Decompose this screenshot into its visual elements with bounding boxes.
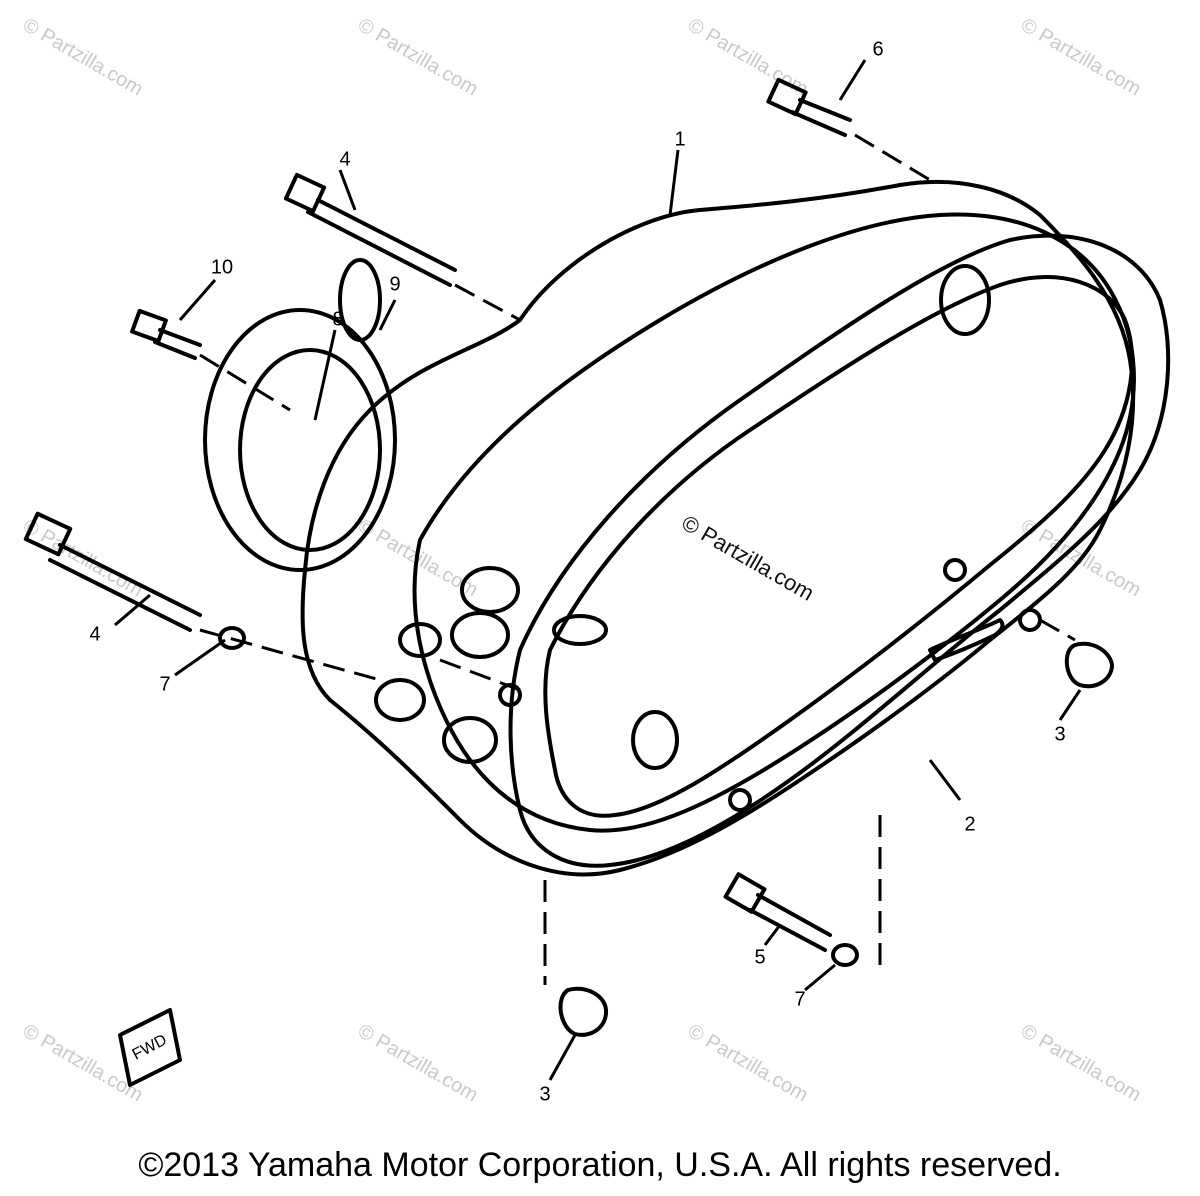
o-ring [338, 258, 382, 342]
callout-7: 7 [794, 988, 806, 1011]
dowel-pin [558, 986, 608, 1037]
callout-4: 4 [89, 623, 101, 646]
callout-9: 9 [389, 273, 401, 296]
crankcase-cover [300, 179, 1136, 877]
bolt-5 [723, 872, 832, 952]
callout-5: 5 [754, 946, 766, 969]
bolt-4-top [283, 172, 457, 287]
bolt-6 [766, 77, 852, 137]
gasket [508, 233, 1171, 868]
bolt-4-left [23, 511, 202, 632]
callout-8: 8 [332, 308, 344, 331]
callout-3: 3 [539, 1083, 551, 1106]
callout-7: 7 [159, 673, 171, 696]
washer [218, 626, 246, 650]
oil-seal [203, 308, 397, 572]
callout-2: 2 [964, 813, 976, 836]
copyright-notice: ©2013 Yamaha Motor Corporation, U.S.A. A… [138, 1146, 1062, 1184]
fwd-arrow-icon [118, 1008, 182, 1087]
callout-10: 10 [210, 256, 234, 279]
callout-6: 6 [872, 38, 884, 61]
cover-flange [412, 212, 1136, 833]
callout-3: 3 [1054, 723, 1066, 746]
washer [831, 943, 859, 967]
callout-1: 1 [674, 128, 686, 151]
dowel-pin [1064, 641, 1114, 689]
bolt-10 [130, 308, 202, 360]
callout-4: 4 [339, 148, 351, 171]
